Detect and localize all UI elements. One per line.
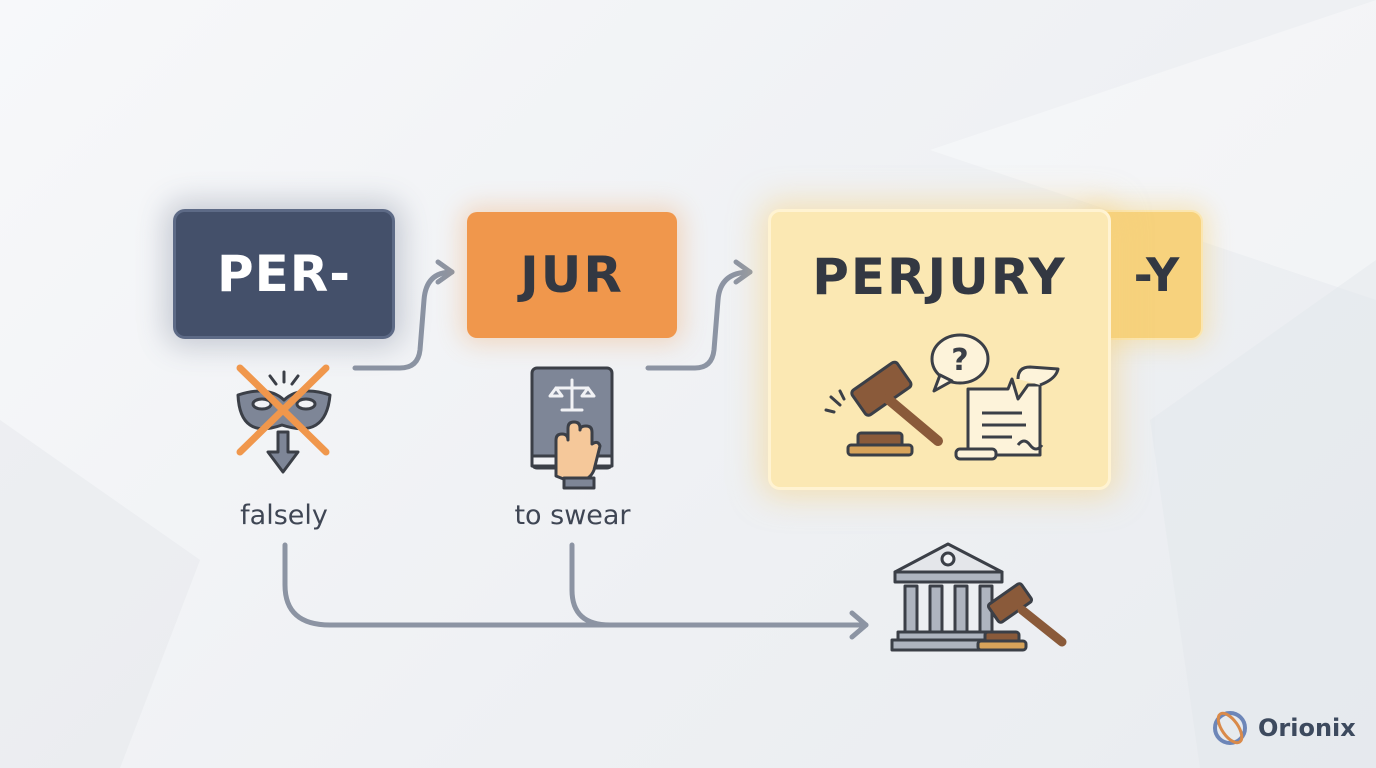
result-icons: ? — [824, 333, 1060, 461]
brand-name: Orionix — [1258, 714, 1356, 742]
prefix-box: PER- — [173, 209, 395, 339]
arrow-jur-to-perjury-head — [733, 259, 753, 285]
result-box: PERJURY ? — [768, 209, 1111, 490]
arrow-jur-to-perjury — [645, 269, 753, 371]
orionix-logo-icon — [1213, 711, 1247, 745]
root-label: JUR — [520, 246, 624, 304]
gavel-icon — [824, 360, 943, 457]
question-bubble-icon: ? — [930, 333, 990, 393]
result-label: PERJURY — [812, 248, 1067, 306]
prefix-meaning: falsely — [240, 500, 328, 531]
arrow-to-court-head — [849, 610, 869, 640]
brand-logo: Orionix — [1210, 708, 1356, 748]
root-box: JUR — [467, 212, 677, 338]
root-meaning: to swear — [514, 500, 631, 531]
suffix-label: -Y — [1133, 248, 1180, 302]
torn-document-icon — [954, 365, 1060, 461]
arrow-swear-to-court — [569, 542, 613, 628]
svg-text:?: ? — [951, 343, 968, 378]
arrow-per-to-jur — [352, 269, 455, 371]
arrow-falsely-to-court — [282, 542, 869, 628]
prefix-label: PER- — [216, 245, 352, 303]
arrow-per-to-jur-head — [435, 259, 455, 285]
